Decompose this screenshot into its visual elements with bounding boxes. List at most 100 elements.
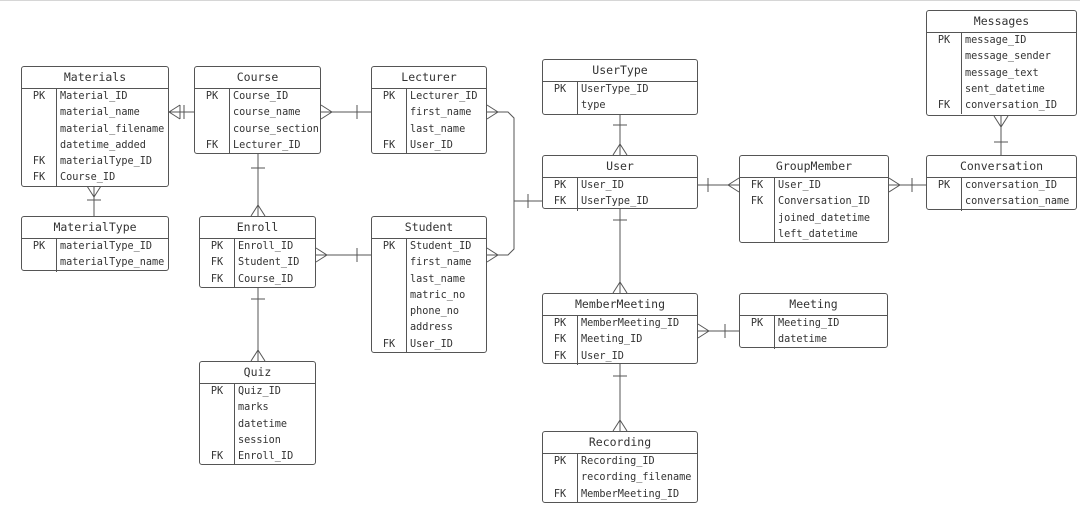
attribute-name: last_name	[410, 273, 466, 285]
key-label: PK	[937, 35, 951, 46]
entity-title: Lecturer	[372, 67, 486, 89]
crowfoot-marker	[697, 330, 710, 339]
attribute-name: datetime	[238, 418, 288, 430]
key-label: FK	[750, 196, 764, 208]
attribute-row: datetime_added	[22, 138, 168, 154]
crowfoot-marker	[168, 111, 181, 120]
attribute-name: MemberMeeting_ID	[581, 318, 680, 329]
key-label: FK	[553, 334, 567, 346]
attribute-name: marks	[238, 402, 269, 414]
attribute-row: course_name	[195, 105, 320, 121]
attribute-name: Recording_ID	[581, 456, 655, 467]
key-label: FK	[382, 338, 396, 350]
attribute-name: left_datetime	[778, 228, 858, 240]
crowfoot-marker	[486, 111, 499, 120]
entity-title: GroupMember	[740, 156, 888, 178]
attribute-row: session	[200, 433, 315, 449]
entity-title: Conversation	[927, 156, 1076, 178]
attribute-name: Student_ID	[410, 241, 472, 252]
crowfoot-marker	[612, 143, 621, 156]
key-label: PK	[553, 456, 567, 467]
entity-title: Quiz	[200, 362, 315, 384]
attribute-name: Course_ID	[238, 273, 294, 285]
attribute-row: message_sender	[927, 49, 1076, 65]
crowfoot-marker	[727, 177, 740, 186]
crowfoot-marker	[257, 204, 266, 217]
attribute-name: message_text	[965, 67, 1039, 79]
key-label: FK	[937, 100, 951, 112]
crowfoot-marker	[320, 111, 333, 120]
attribute-row: sent_datetime	[927, 82, 1076, 98]
attribute-name: Lecturer_ID	[233, 139, 301, 151]
crowfoot-marker	[727, 184, 740, 193]
attribute-name: recording_filename	[581, 472, 692, 484]
entity-title: UserType	[543, 60, 697, 82]
key-label: PK	[553, 84, 567, 95]
entity-title: Course	[195, 67, 320, 89]
attribute-name: address	[410, 322, 453, 334]
attribute-name: materialType_ID	[60, 241, 153, 252]
crowfoot-marker	[257, 349, 266, 362]
crowfoot-marker	[320, 104, 333, 113]
crowfoot-marker	[168, 104, 181, 113]
attribute-name: course_section	[233, 123, 319, 135]
attribute-name: course_name	[233, 107, 301, 119]
attribute-name: last_name	[410, 123, 466, 135]
attribute-row: last_name	[372, 122, 486, 138]
crowfoot-marker	[993, 115, 1002, 128]
key-label: PK	[553, 180, 567, 191]
attribute-row: material_name	[22, 105, 168, 121]
attribute-name: first_name	[410, 107, 472, 119]
entity-title: Enroll	[200, 217, 315, 239]
key-label: PK	[553, 318, 567, 329]
relationship-lecturer-user	[487, 111, 542, 202]
attribute-name: User_ID	[581, 180, 624, 191]
attribute-name: Lecturer_ID	[410, 91, 478, 102]
attribute-row: FK User_ID	[372, 337, 486, 353]
attribute-row: joined_datetime	[740, 211, 888, 227]
crowfoot-marker	[888, 177, 901, 186]
entity-title: Messages	[927, 11, 1076, 33]
attribute-row: conversation_name	[927, 194, 1076, 210]
key-label: PK	[210, 386, 224, 397]
attribute-name: Meeting_ID	[581, 334, 643, 346]
entity-title: User	[543, 156, 697, 178]
attribute-name: material_filename	[60, 123, 165, 135]
crowfoot-marker	[86, 185, 95, 198]
attribute-row: first_name	[372, 255, 486, 271]
crowfoot-marker	[612, 419, 621, 432]
attribute-name: conversation_ID	[965, 100, 1058, 112]
attribute-name: material_name	[60, 107, 140, 119]
attribute-name: User_ID	[410, 338, 453, 350]
